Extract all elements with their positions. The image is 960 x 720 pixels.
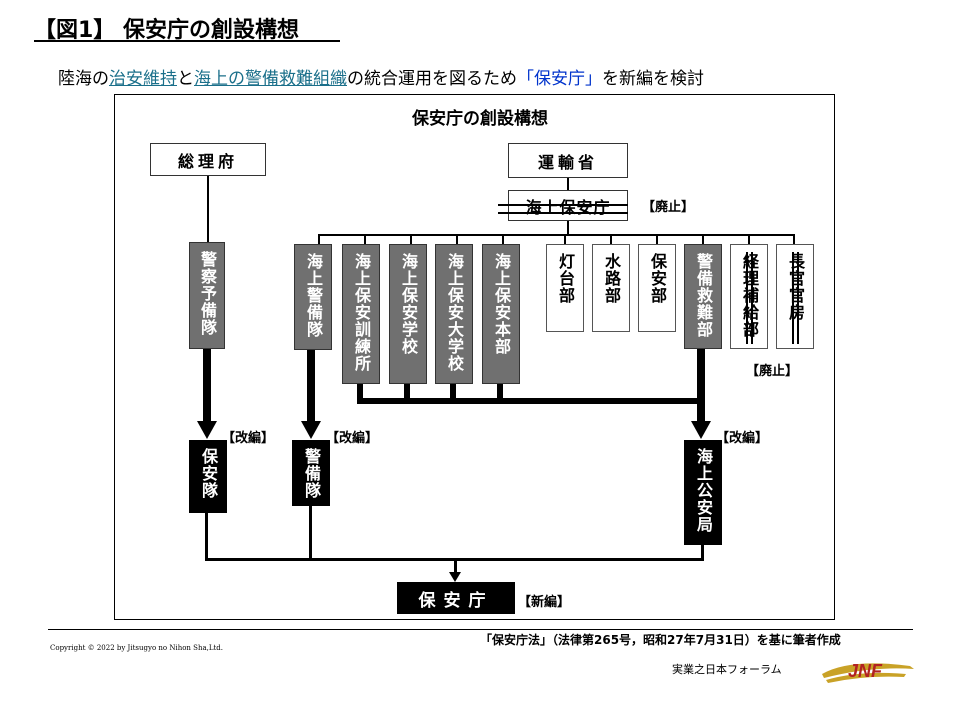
logo-swoosh	[826, 672, 906, 683]
abolished-strike-line	[498, 204, 628, 206]
unit-label: 海上保安大学校	[445, 253, 464, 372]
connector-line	[456, 234, 458, 244]
tag-haishi-units: 【廃止】	[746, 364, 799, 379]
unit-label: 保安隊	[199, 448, 218, 499]
unit-label: 海上公安局	[694, 448, 713, 533]
arrow-shaft	[203, 349, 211, 424]
arrow-shaft	[454, 560, 457, 574]
title-underline	[34, 40, 340, 42]
unit-kunrensho: 海上保安訓練所	[342, 244, 380, 384]
connector-line	[357, 398, 700, 404]
footer-rule	[48, 629, 913, 630]
new-unit-kaijo-koankyoku: 海上公安局	[684, 440, 722, 545]
merge-line	[205, 558, 704, 561]
unit-label: 経理補給部	[740, 253, 759, 338]
page-subtitle: 陸海の治安維持と海上の警備救難組織の統合運用を図るため「保安庁」を新編を検討	[58, 64, 704, 89]
unit-label: 長官官房	[786, 253, 805, 321]
logo-text: JNF	[848, 661, 883, 681]
arrow-head	[301, 421, 321, 439]
unit-label: 警備救難部	[694, 253, 713, 338]
new-unit-keibitai: 警備隊	[292, 440, 330, 506]
arrow-head	[691, 421, 711, 439]
unit-keiri-hokyubu: 経理補給部	[730, 244, 768, 349]
subtitle-highlight-hoancho: 「保安庁」	[517, 69, 602, 89]
connector-line	[318, 234, 320, 244]
diagram-frame	[114, 94, 835, 620]
unit-keibi-kyunanbu: 警備救難部	[684, 244, 722, 349]
page-title: 【図1】 保安庁の創設構想	[34, 18, 299, 43]
connector-line	[748, 234, 750, 244]
jnf-logo-icon: JNF	[822, 661, 914, 683]
connector-line	[207, 176, 209, 242]
tag-haishi: 【廃止】	[642, 200, 695, 215]
diagram-title: 保安庁の創設構想	[412, 109, 548, 129]
connector-line	[318, 234, 794, 236]
connector-line	[502, 234, 504, 244]
unit-label: 灯台部	[556, 253, 575, 304]
subtitle-text-2: と	[177, 69, 194, 89]
connector-line	[450, 384, 456, 404]
arrow-shaft	[307, 350, 315, 424]
abolished-strike-line	[797, 252, 799, 344]
arrow-head	[449, 572, 461, 582]
unit-label: 警察予備隊	[198, 251, 217, 336]
subtitle-text-3: の統合運用を図るため	[347, 69, 517, 89]
tag-kaihen-3: 【改編】	[716, 431, 769, 446]
unit-label: 水路部	[602, 253, 621, 304]
unit-kaijo-keibitai: 海上警備隊	[294, 244, 332, 350]
arrow-shaft	[697, 349, 705, 424]
connector-line	[364, 234, 366, 244]
link-chian-iji[interactable]: 治安維持	[109, 69, 177, 89]
connector-line	[564, 234, 566, 244]
publisher-name: 実業之日本フォーラム	[672, 663, 782, 676]
unit-daigakko: 海上保安大学校	[435, 244, 473, 384]
merge-line	[205, 513, 208, 560]
connector-line	[497, 384, 503, 404]
unit-keisatsu-yobitai: 警察予備隊	[189, 242, 225, 349]
tag-kaihen-2: 【改編】	[326, 431, 379, 446]
unit-label: 海上保安本部	[492, 253, 511, 355]
arrow-head	[197, 421, 217, 439]
unit-gakko: 海上保安学校	[389, 244, 427, 384]
unit-todaibu: 灯台部	[546, 244, 584, 332]
merge-line	[701, 545, 704, 560]
subtitle-text-1: 陸海の	[58, 69, 109, 89]
connector-line	[410, 234, 412, 244]
unit-suirobu: 水路部	[592, 244, 630, 332]
connector-line	[610, 234, 612, 244]
unit-label: 保安部	[648, 253, 667, 304]
new-unit-hoantai: 保安隊	[189, 440, 227, 513]
unit-label: 警備隊	[302, 448, 321, 499]
box-unyusho: 運輸省	[508, 143, 628, 178]
unit-chokan-kanbo: 長官官房	[776, 244, 814, 349]
link-keibi-kyunan-soshiki[interactable]: 海上の警備救難組織	[194, 69, 347, 89]
unit-label: 海上保安訓練所	[352, 253, 371, 372]
unit-honbu: 海上保安本部	[482, 244, 520, 384]
connector-line	[656, 234, 658, 244]
abolished-strike-line	[746, 252, 748, 344]
new-org-hoancho: 保安庁	[397, 582, 515, 614]
connector-line	[702, 234, 704, 244]
connector-line	[357, 384, 363, 404]
merge-line	[309, 506, 312, 560]
unit-hoanbu: 保安部	[638, 244, 676, 332]
connector-line	[793, 234, 795, 244]
tag-shinpen: 【新編】	[518, 595, 571, 610]
logo-swoosh	[822, 663, 914, 678]
connector-line	[567, 221, 569, 235]
box-sorifu: 総理府	[150, 143, 266, 176]
tag-kaihen-1: 【改編】	[222, 431, 275, 446]
abolished-strike-line	[751, 252, 753, 344]
connector-line	[404, 384, 410, 404]
abolished-strike-line	[498, 212, 628, 214]
unit-label: 海上警備隊	[304, 253, 323, 338]
copyright: Copyright © 2022 by Jitsugyo no Nihon Sh…	[50, 644, 224, 652]
abolished-strike-line	[792, 252, 794, 344]
subtitle-text-4: を新編を検討	[602, 69, 704, 89]
connector-line	[567, 178, 569, 190]
unit-label: 海上保安学校	[399, 253, 418, 355]
source-note: 「保安庁法」（法律第265号，昭和27年7月31日）を基に筆者作成	[480, 633, 841, 647]
